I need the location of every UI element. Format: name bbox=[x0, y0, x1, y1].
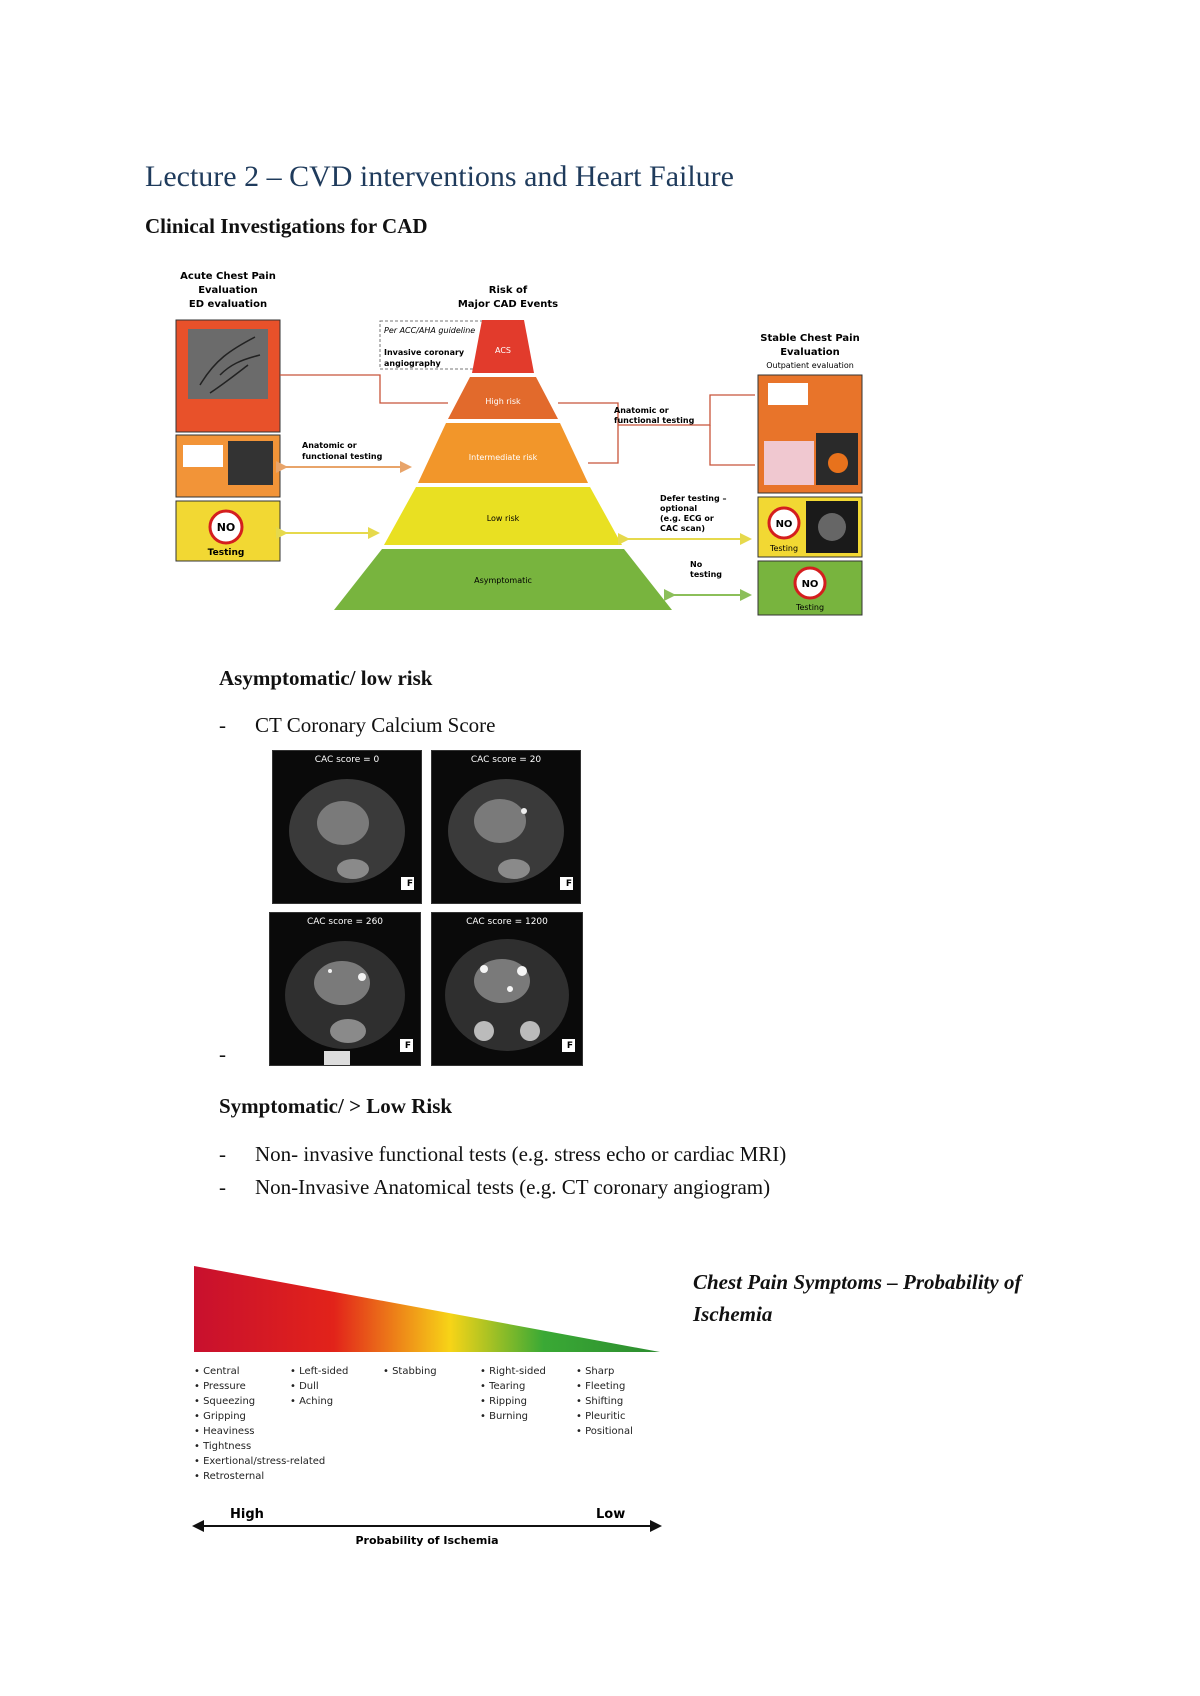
calcium-score-bullet: -CT Coronary Calcium Score bbox=[219, 713, 496, 737]
tier-low bbox=[384, 487, 622, 545]
ischemia-gradient-wedge bbox=[194, 1266, 660, 1352]
right-no-badge-1: NO bbox=[776, 519, 793, 530]
right-testing-label-1: Testing bbox=[769, 544, 798, 553]
col2-item2: • Dull bbox=[290, 1381, 319, 1392]
invasive-label-line1: Invasive coronary bbox=[384, 348, 465, 357]
ct-corner-1: F bbox=[565, 879, 572, 889]
defer-label-line4: CAC scan) bbox=[660, 524, 705, 533]
col1-item2: • Pressure bbox=[194, 1381, 246, 1392]
ct-corner-2: F bbox=[404, 1041, 411, 1051]
tier-acs bbox=[472, 320, 534, 373]
no-testing-label-line1: No bbox=[690, 560, 703, 569]
right-no-badge-2: NO bbox=[802, 579, 819, 590]
tier-low-label: Low risk bbox=[487, 514, 520, 523]
left-no-badge: NO bbox=[217, 521, 236, 534]
left-arrow-label-line1: Anatomic or bbox=[302, 441, 357, 450]
symptomatic-heading: Symptomatic/ > Low Risk bbox=[219, 1094, 453, 1118]
defer-label-line2: optional bbox=[660, 504, 697, 513]
left-testing-label: Testing bbox=[208, 548, 245, 558]
ct-image-cac-0: CAC score = 0 F bbox=[272, 750, 422, 904]
col5-item5: • Positional bbox=[576, 1426, 633, 1437]
calcium-score-text: CT Coronary Calcium Score bbox=[255, 713, 496, 737]
left-header-line2: Evaluation bbox=[198, 285, 258, 296]
right-testing-label-2: Testing bbox=[795, 603, 824, 612]
axis-label: Probability of Ischemia bbox=[355, 1534, 498, 1547]
no-testing-label-line2: testing bbox=[690, 570, 722, 579]
right-arrow-label-line1: Anatomic or bbox=[614, 406, 669, 415]
anatomical-tests-text: Non-Invasive Anatomical tests (e.g. CT c… bbox=[255, 1175, 771, 1199]
tier-asymptomatic bbox=[334, 549, 672, 610]
tier-high-label: High risk bbox=[485, 397, 521, 406]
defer-label-line1: Defer testing – bbox=[660, 494, 727, 503]
col3-item1: • Stabbing bbox=[383, 1366, 437, 1377]
col5-item4: • Pleuritic bbox=[576, 1411, 625, 1422]
invasive-label-line2: angiography bbox=[384, 359, 442, 368]
col1-item5: • Heaviness bbox=[194, 1426, 254, 1437]
ct-corner-3: F bbox=[566, 1041, 573, 1051]
asymptomatic-heading: Asymptomatic/ low risk bbox=[219, 666, 433, 690]
ct-label-2: CAC score = 260 bbox=[306, 917, 384, 927]
functional-tests-text: Non- invasive functional tests (e.g. str… bbox=[255, 1142, 787, 1166]
left-header-line1: Acute Chest Pain bbox=[180, 271, 276, 282]
anatomical-tests-bullet: -Non-Invasive Anatomical tests (e.g. CT … bbox=[219, 1175, 771, 1199]
col5-item3: • Shifting bbox=[576, 1396, 623, 1407]
right-header-line1: Stable Chest Pain bbox=[760, 333, 859, 344]
page-title: Lecture 2 – CVD interventions and Heart … bbox=[145, 160, 734, 193]
ct-label-1: CAC score = 20 bbox=[470, 755, 542, 765]
col5-item1: • Sharp bbox=[576, 1366, 614, 1377]
col1-item6: • Tightness bbox=[194, 1441, 251, 1452]
tier-intermediate-label: Intermediate risk bbox=[469, 453, 538, 462]
ct-image-cac-260: CAC score = 260 F bbox=[269, 912, 421, 1066]
right-arrow-label-line2: functional testing bbox=[614, 416, 695, 425]
col4-item4: • Burning bbox=[480, 1411, 528, 1422]
left-header-line3: ED evaluation bbox=[189, 299, 267, 310]
ct-label-0: CAC score = 0 bbox=[314, 755, 380, 765]
col1-item1: • Central bbox=[194, 1366, 240, 1377]
col4-item3: • Ripping bbox=[480, 1396, 527, 1407]
col1-item4: • Gripping bbox=[194, 1411, 246, 1422]
col2-item1: • Left-sided bbox=[290, 1366, 348, 1377]
col1-item3: • Squeezing bbox=[194, 1396, 255, 1407]
guideline-note: Per ACC/AHA guideline bbox=[384, 326, 475, 335]
ischemia-probability-figure: • Central • Pressure • Squeezing • Gripp… bbox=[192, 1266, 662, 1547]
center-header-line2: Major CAD Events bbox=[458, 299, 558, 310]
ct-corner-0: F bbox=[406, 879, 413, 889]
high-label: High bbox=[230, 1507, 264, 1522]
left-arrow-label-line2: functional testing bbox=[302, 452, 383, 461]
cad-pyramid-figure: Acute Chest Pain Evaluation ED evaluatio… bbox=[175, 271, 863, 616]
empty-bullet: - bbox=[219, 1042, 226, 1066]
stable-evaluation-column: NO Testing NO Testing bbox=[757, 374, 863, 616]
col5-item2: • Fleeting bbox=[576, 1381, 625, 1392]
tier-high bbox=[448, 377, 558, 419]
ct-label-3: CAC score = 1200 bbox=[466, 917, 548, 927]
acute-evaluation-column: NO Testing bbox=[175, 319, 281, 562]
figure-caption: Chest Pain Symptoms – Probability of Isc… bbox=[693, 1270, 1022, 1326]
ct-image-cac-1200: CAC score = 1200 F bbox=[431, 912, 583, 1066]
col4-item2: • Tearing bbox=[480, 1381, 525, 1392]
section-subtitle: Clinical Investigations for CAD bbox=[145, 214, 428, 238]
tier-intermediate bbox=[418, 423, 588, 483]
col4-item1: • Right-sided bbox=[480, 1366, 546, 1377]
right-header-line2: Evaluation bbox=[780, 347, 840, 358]
ct-image-cac-20: CAC score = 20 F bbox=[431, 750, 581, 904]
right-header-line3: Outpatient evaluation bbox=[766, 361, 854, 370]
low-label: Low bbox=[596, 1507, 625, 1522]
tier-asymptomatic-label: Asymptomatic bbox=[474, 576, 532, 585]
col1-item7: • Exertional/stress-related bbox=[194, 1456, 325, 1467]
col2-item3: • Aching bbox=[290, 1396, 333, 1407]
defer-label-line3: (e.g. ECG or bbox=[660, 514, 714, 523]
col1-item8: • Retrosternal bbox=[194, 1471, 264, 1482]
tier-acs-label: ACS bbox=[495, 346, 511, 355]
functional-tests-bullet: -Non- invasive functional tests (e.g. st… bbox=[219, 1142, 787, 1166]
center-header-line1: Risk of bbox=[489, 285, 528, 296]
